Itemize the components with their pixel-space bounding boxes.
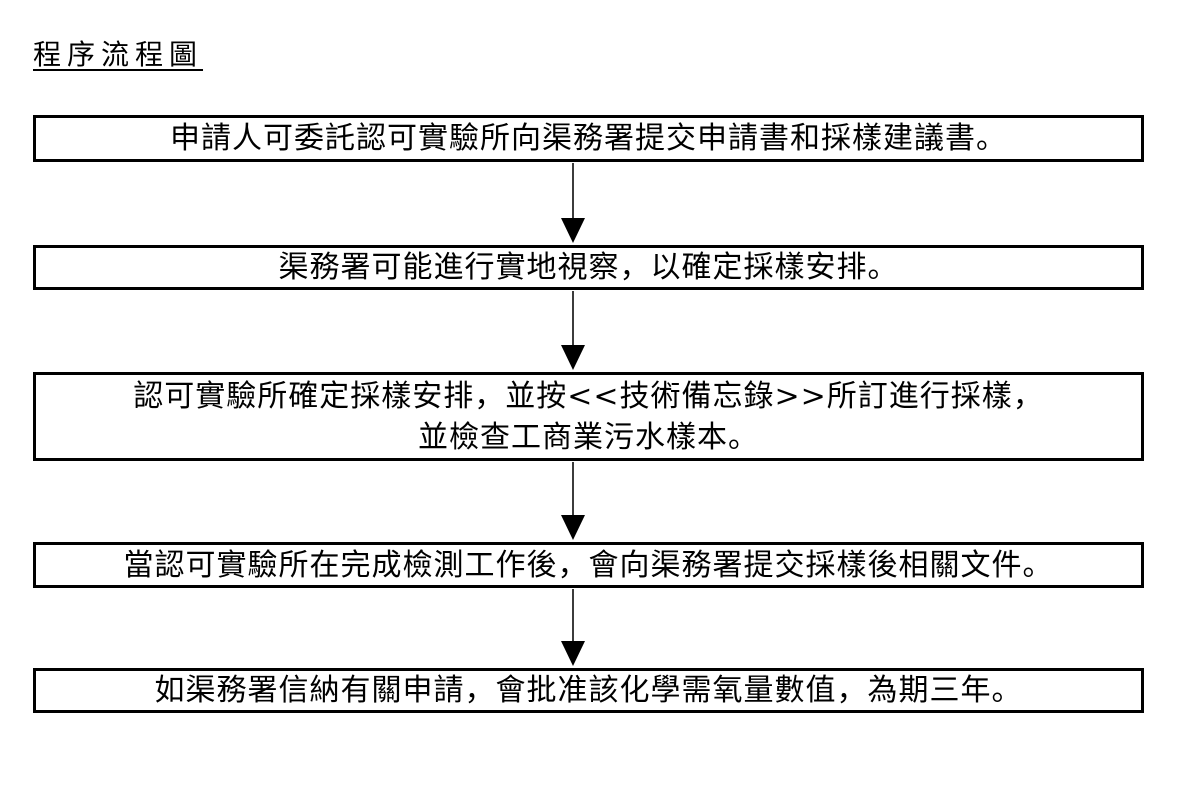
page-title: 程序流程圖 (33, 38, 204, 71)
down-arrow-icon (561, 163, 585, 243)
arrow-line (572, 589, 574, 641)
flow-step-3-label: 認可實驗所確定採樣安排，並按<<技術備忘錄>>所訂進行採樣， 並檢查工商業污水樣… (133, 378, 1044, 455)
flow-step-1-label: 申請人可委託認可實驗所向渠務署提交申請書和採樣建議書。 (170, 121, 1007, 156)
arrow-line (572, 163, 574, 218)
flow-step-5: 如渠務署信納有關申請，會批准該化學需氧量數值，為期三年。 (33, 668, 1144, 713)
down-arrow-icon (561, 589, 585, 666)
flow-step-1: 申請人可委託認可實驗所向渠務署提交申請書和採樣建議書。 (33, 115, 1144, 162)
flow-step-3: 認可實驗所確定採樣安排，並按<<技術備忘錄>>所訂進行採樣， 並檢查工商業污水樣… (33, 372, 1144, 461)
down-arrow-icon (561, 462, 585, 540)
arrow-head (561, 218, 585, 243)
flow-step-4-label: 當認可實驗所在完成檢測工作後，會向渠務署提交採樣後相關文件。 (123, 547, 1054, 583)
arrow-line (572, 291, 574, 345)
flow-step-2: 渠務署可能進行實地視察，以確定採樣安排。 (33, 245, 1144, 290)
flow-step-4: 當認可實驗所在完成檢測工作後，會向渠務署提交採樣後相關文件。 (33, 542, 1144, 588)
flow-step-5-label: 如渠務署信納有關申請，會批准該化學需氧量數值，為期三年。 (154, 673, 1023, 708)
arrow-line (572, 462, 574, 515)
flow-step-2-label: 渠務署可能進行實地視察，以確定採樣安排。 (278, 250, 899, 285)
down-arrow-icon (561, 291, 585, 370)
arrow-head (561, 515, 585, 540)
arrow-head (561, 641, 585, 666)
arrow-head (561, 345, 585, 370)
